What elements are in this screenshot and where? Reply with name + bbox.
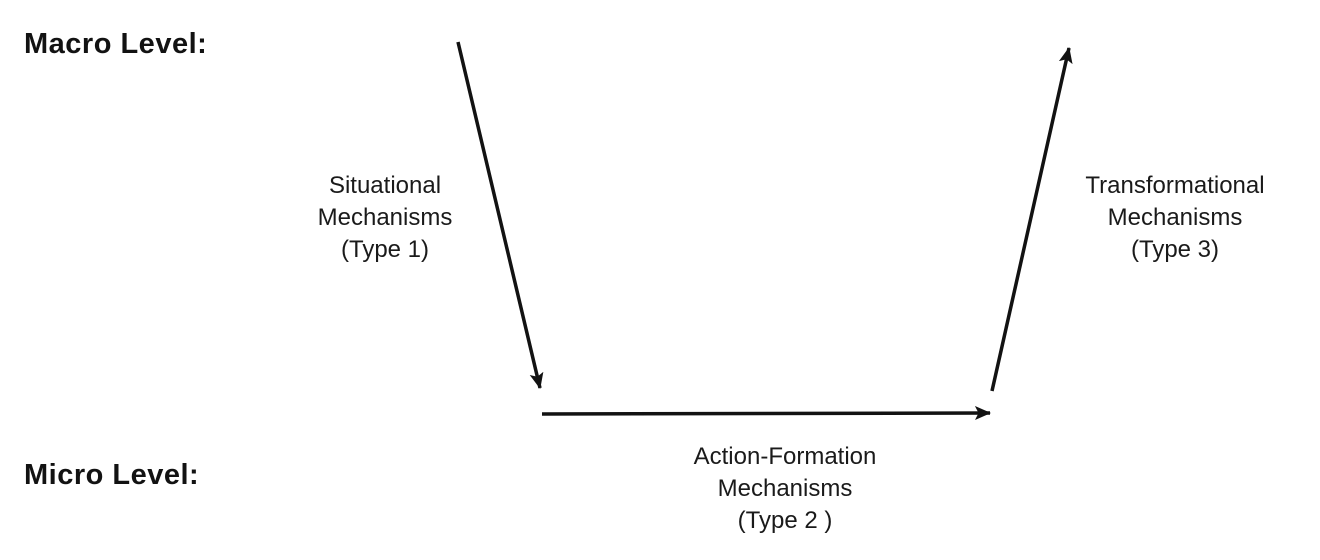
transformational-mechanisms-line2: Mechanisms <box>1107 204 1243 231</box>
action-formation-arrow <box>541 406 991 421</box>
situational-arrow <box>456 41 544 389</box>
action-formation-mechanisms-label: Action-Formation Mechanisms (Type 2 ) <box>694 441 877 537</box>
transformational-mechanisms-label: Transformational Mechanisms (Type 3) <box>1085 170 1264 266</box>
situational-mechanisms-line2: Mechanisms <box>317 204 453 231</box>
micro-level-label: Micro Level: <box>24 459 200 491</box>
situational-mechanisms-type: (Type 1) <box>340 236 430 263</box>
transformational-mechanisms-type: (Type 3) <box>1130 236 1220 263</box>
transformational-arrow <box>990 47 1073 392</box>
action-formation-mechanisms-line2: Mechanisms <box>717 475 853 502</box>
macro-level-label: Macro Level: <box>24 28 208 60</box>
situational-mechanisms-label: Situational Mechanisms (Type 1) <box>318 170 453 266</box>
transformational-mechanisms-line1: Transformational <box>1085 172 1265 199</box>
action-formation-mechanisms-line1: Action-Formation <box>693 443 877 470</box>
action-formation-mechanisms-type: (Type 2 ) <box>737 507 833 534</box>
situational-mechanisms-line1: Situational <box>328 172 442 199</box>
